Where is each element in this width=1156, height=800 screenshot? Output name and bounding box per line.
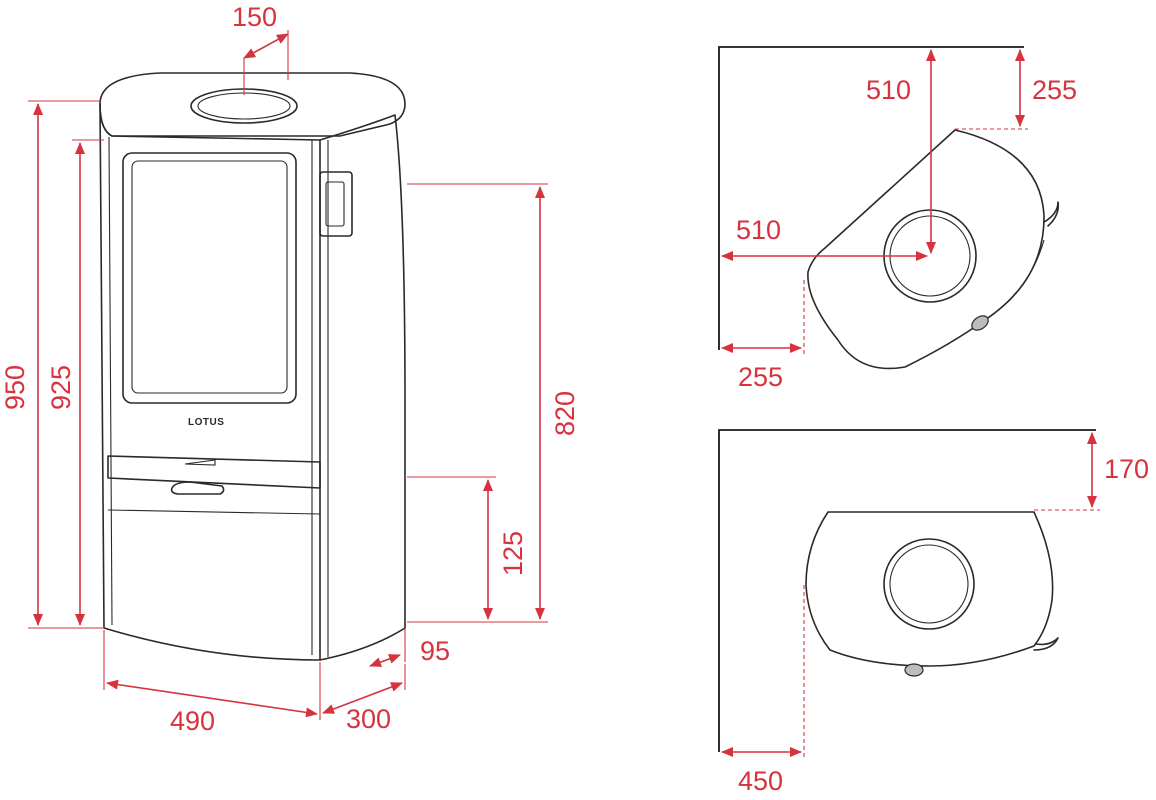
- plinth-line: [107, 509, 321, 515]
- dim-label-510-vertical: 510: [866, 75, 911, 105]
- dim-label-300: 300: [346, 704, 391, 734]
- corner-knob: [971, 315, 989, 331]
- dim-label-125: 125: [498, 531, 528, 576]
- flue-collar-inner: [197, 92, 291, 120]
- flat-wall-top-view: 170 450: [718, 429, 1149, 796]
- dim-line-300: [322, 682, 403, 714]
- ash-drawer-lip: [107, 455, 321, 489]
- flat-flue-inner: [889, 544, 969, 624]
- front-view: LOTUS 150 950 925 820 125: [0, 2, 580, 736]
- dim-label-170: 170: [1104, 454, 1149, 484]
- corner-stove-side: [984, 239, 1045, 321]
- dim-label-510-horizontal: 510: [736, 215, 781, 245]
- dim-label-255-side: 255: [738, 362, 783, 392]
- dim-label-950: 950: [0, 365, 30, 410]
- side-door-handle-inner: [325, 181, 345, 227]
- flat-side-handle: [1033, 637, 1059, 651]
- stove-top-cap: [99, 72, 406, 137]
- side-door-handle: [319, 171, 353, 237]
- ash-drawer-handle: [170, 481, 225, 495]
- front-panel-inner-edge: [108, 136, 113, 626]
- dim-label-255-back: 255: [1032, 75, 1077, 105]
- door-window-inner: [131, 160, 288, 394]
- stove-side-panel: [319, 114, 406, 661]
- dim-line-150: [243, 33, 289, 59]
- door-window-outer: [122, 152, 297, 404]
- dim-line-95: [369, 654, 401, 667]
- brand-logo: LOTUS: [188, 417, 224, 428]
- dim-label-490: 490: [170, 706, 215, 736]
- dim-label-95: 95: [420, 636, 450, 666]
- dim-line-490: [106, 679, 318, 718]
- stove-front-panel: [99, 103, 321, 661]
- dim-label-925: 925: [46, 365, 76, 410]
- dim-label-820: 820: [550, 391, 580, 436]
- corner-side-handle: [1043, 201, 1060, 227]
- corner-top-view: 510 510 255 255: [718, 46, 1077, 392]
- flat-walls: [718, 429, 1096, 752]
- door-latch: [184, 459, 216, 466]
- corner-stove-body: [807, 129, 1045, 370]
- flat-stove-body: [805, 511, 1054, 667]
- dim-label-450: 450: [738, 766, 783, 796]
- corner-walls: [718, 46, 1024, 350]
- flat-knob: [904, 663, 924, 677]
- flat-flue-outer: [883, 538, 975, 630]
- dim-label-150: 150: [232, 2, 277, 32]
